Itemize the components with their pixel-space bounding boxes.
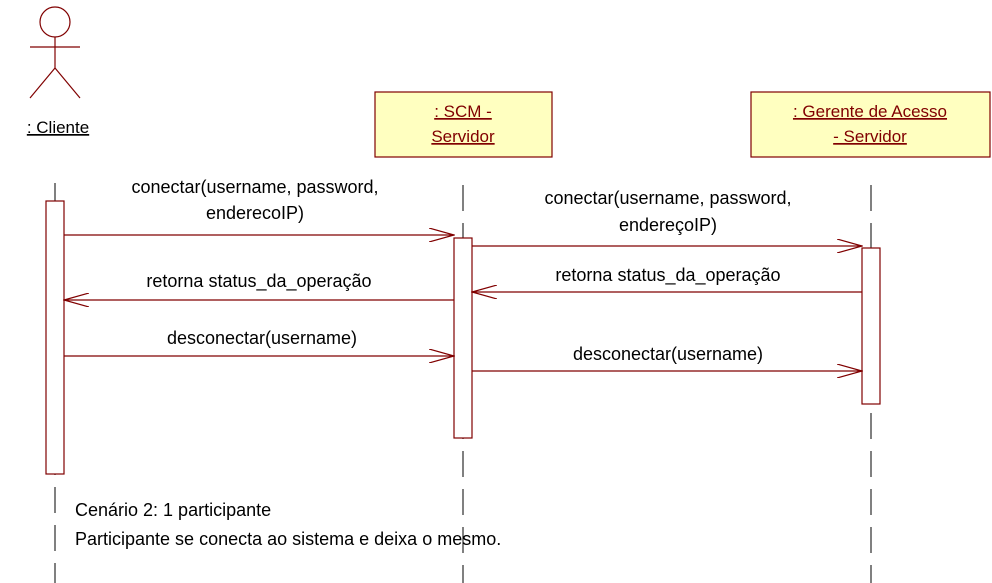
message-label-conectar-1-line2: enderecoIP) <box>206 203 304 223</box>
object-label-line2: - Servidor <box>833 127 907 146</box>
message-label-desconectar-1: desconectar(username) <box>167 328 357 348</box>
message-label-desconectar-2: desconectar(username) <box>573 344 763 364</box>
object-box <box>374 91 553 158</box>
message-label-retorna-1: retorna status_da_operação <box>146 271 371 292</box>
object-scm-servidor[interactable]: : SCM - Servidor <box>374 91 553 158</box>
note-line1: Cenário 2: 1 participante <box>75 500 271 520</box>
object-label-line1: : SCM - <box>434 102 492 121</box>
message-label-retorna-2: retorna status_da_operação <box>555 265 780 286</box>
message-label-conectar-1-line1: conectar(username, password, <box>131 177 378 197</box>
message-label-conectar-2-line1: conectar(username, password, <box>544 188 791 208</box>
object-label-line1: : Gerente de Acesso <box>793 102 947 121</box>
actor-stick-figure-icon <box>29 6 81 99</box>
note-line2: Participante se conecta ao sistema e dei… <box>75 529 501 549</box>
activation-bar-scm <box>453 237 473 439</box>
scenario-note: Cenário 2: 1 participante Participante s… <box>75 500 501 549</box>
activation-bar-cliente <box>45 200 65 475</box>
activation-bar-gerente <box>861 247 881 405</box>
object-box <box>750 91 991 158</box>
object-label-line2: Servidor <box>431 127 495 146</box>
message-label-conectar-2-line2: endereçoIP) <box>619 215 717 235</box>
actor-label: : Cliente <box>27 118 89 137</box>
object-gerente-de-acesso[interactable]: : Gerente de Acesso - Servidor <box>750 91 991 158</box>
actor-cliente[interactable]: : Cliente <box>27 6 89 137</box>
